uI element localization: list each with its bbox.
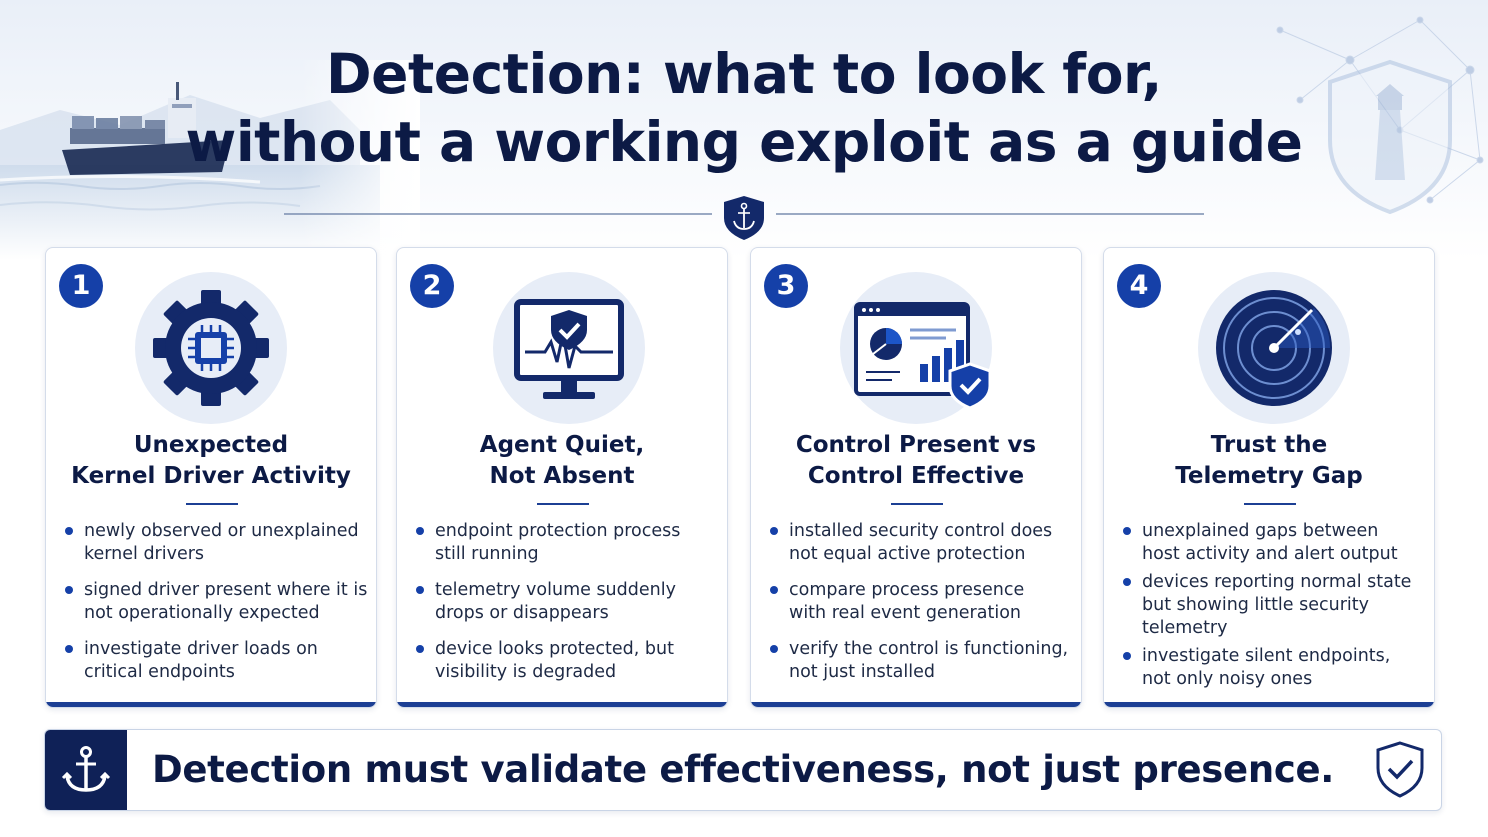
- card-title: Control Present vs Control Effective: [761, 430, 1071, 492]
- card-icon-circle: [493, 272, 645, 424]
- gear-chip-icon: [153, 290, 269, 406]
- summary-banner: Detection must validate effectiveness, n…: [44, 729, 1442, 811]
- page-title-line-2: without a working exploit as a guide: [185, 110, 1303, 174]
- card-number-badge: 3: [764, 264, 808, 308]
- dashboard-shield-icon: [854, 302, 992, 410]
- card-title-line-1: Control Present vs: [795, 432, 1037, 458]
- card-telemetry-gap: 4 Trust the Telemetry Gap unexplained ga…: [1103, 247, 1435, 708]
- card-title-underline: [1244, 503, 1296, 505]
- card-title-underline: [537, 503, 589, 505]
- card-title-underline: [891, 503, 943, 505]
- card-title-line-2: Telemetry Gap: [1175, 463, 1363, 489]
- card-title-line-2: Control Effective: [807, 463, 1025, 489]
- lighthouse-shield-icon: [1328, 59, 1452, 215]
- radar-icon: [1216, 290, 1332, 406]
- card-number-badge: 4: [1117, 264, 1161, 308]
- card-title-line-1: Unexpected: [133, 432, 289, 458]
- cargo-ship-icon: [0, 82, 261, 184]
- card-number-badge: 1: [59, 264, 103, 308]
- card-control-present-vs-effective: 3 Control Present vs Control Effective i…: [750, 247, 1082, 708]
- card-title-underline: [186, 503, 238, 505]
- card-title-line-1: Agent Quiet,: [479, 432, 645, 458]
- summary-text: Detection must validate effectiveness, n…: [151, 748, 1335, 791]
- list-item: verify the control is functioning,not ju…: [769, 638, 1073, 684]
- card-title: Trust the Telemetry Gap: [1114, 430, 1424, 492]
- card-number-badge: 2: [410, 264, 454, 308]
- shield-check-icon: [1376, 741, 1424, 798]
- card-title: Agent Quiet, Not Absent: [407, 430, 717, 492]
- card-kernel-driver-activity: 1: [45, 247, 377, 708]
- card-title-line-2: Kernel Driver Activity: [71, 463, 351, 489]
- card-icon-circle: [135, 272, 287, 424]
- card-agent-quiet: 2 Agent Quiet, Not Absent endpoint prote…: [396, 247, 728, 708]
- card-icon-circle: [1198, 272, 1350, 424]
- anchor-shield-icon: [724, 196, 764, 240]
- card-title-line-1: Trust the: [1210, 432, 1328, 458]
- page-title: Detection: what to look for, without a w…: [0, 40, 1488, 176]
- card-title: Unexpected Kernel Driver Activity: [56, 430, 366, 492]
- page-title-line-1: Detection: what to look for,: [326, 42, 1162, 106]
- monitor-shield-icon: [514, 299, 624, 399]
- card-title-line-2: Not Absent: [489, 463, 635, 489]
- card-icon-circle: [840, 272, 992, 424]
- title-divider: [284, 196, 1204, 240]
- list-item: investigate silent endpoints,not only no…: [1122, 645, 1426, 691]
- banner-anchor-block: [45, 730, 127, 810]
- anchor-icon: [61, 746, 111, 792]
